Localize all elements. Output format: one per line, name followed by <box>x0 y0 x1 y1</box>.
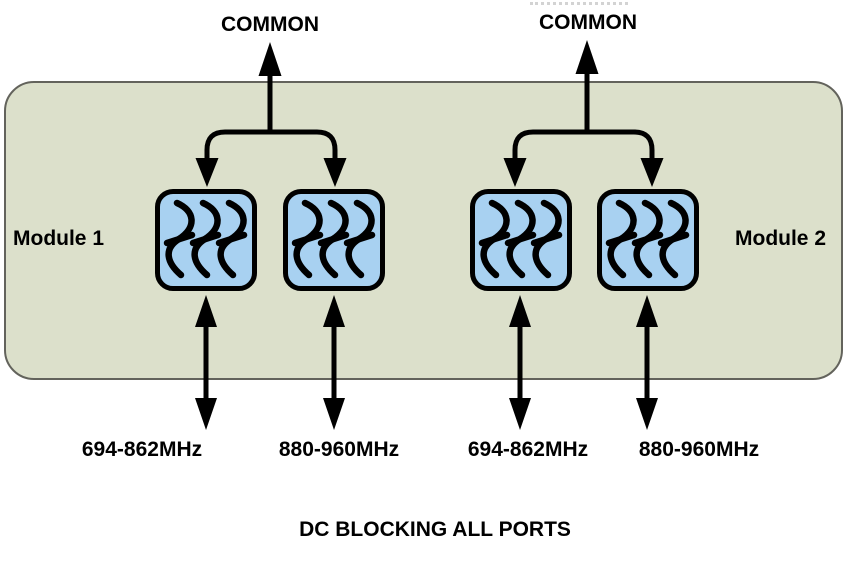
rf-filter-squiggle-icon <box>605 199 690 279</box>
module-panel <box>4 81 843 380</box>
port-label-4: 880-960MHz <box>638 438 760 461</box>
common-label-left: COMMON <box>221 13 319 36</box>
cropped-text-artifact <box>530 2 628 5</box>
filter-block-1 <box>155 189 257 291</box>
common-label-right: COMMON <box>539 11 637 34</box>
filter-block-4 <box>597 189 699 291</box>
filter-block-3 <box>470 189 572 291</box>
dc-blocking-caption: DC BLOCKING ALL PORTS <box>299 518 571 541</box>
port-label-2: 880-960MHz <box>278 438 400 461</box>
module-2-label: Module 2 <box>735 227 827 250</box>
module-1-label: Module 1 <box>13 227 105 250</box>
rf-filter-squiggle-icon <box>291 199 376 279</box>
rf-filter-squiggle-icon <box>478 199 563 279</box>
rf-filter-squiggle-icon <box>163 199 248 279</box>
port-label-3: 694-862MHz <box>467 438 589 461</box>
filter-block-2 <box>283 189 385 291</box>
port-label-1: 694-862MHz <box>81 438 203 461</box>
